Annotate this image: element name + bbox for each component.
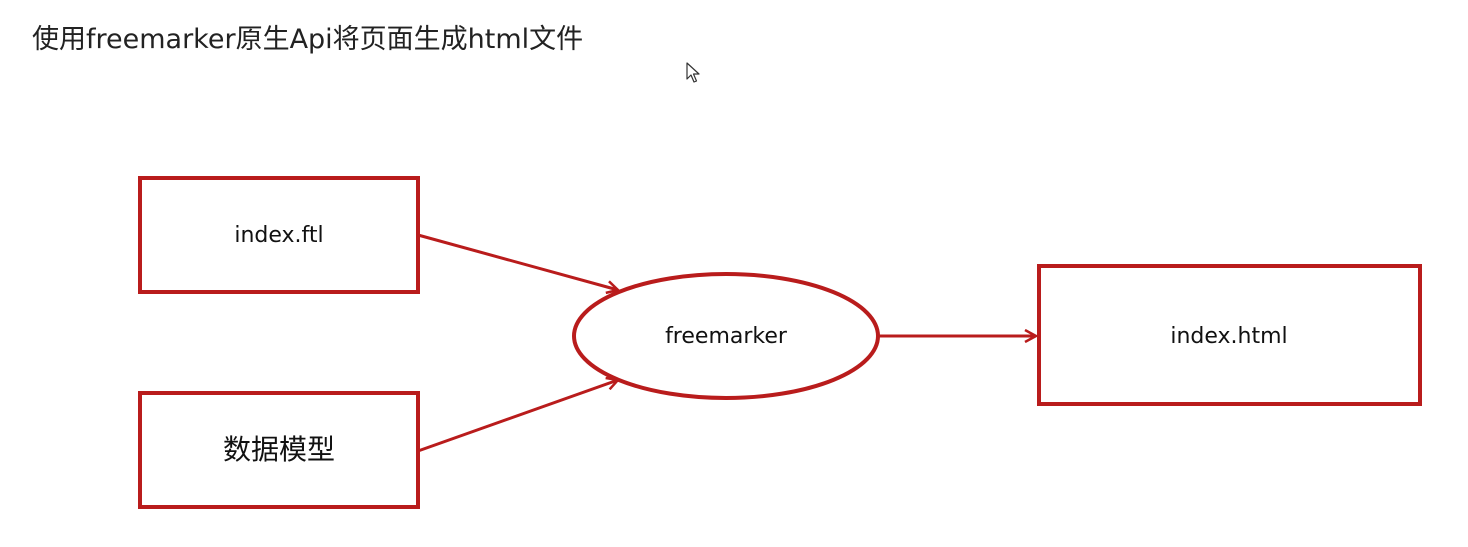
node-engine: freemarker [572, 272, 880, 400]
node-template-box [138, 176, 420, 294]
page-title: 使用freemarker原生Api将页面生成html文件 [32, 24, 584, 55]
node-output-label: index.html [1170, 324, 1287, 349]
mouse-cursor-icon [686, 62, 700, 83]
node-template-label: index.ftl [234, 223, 323, 248]
node-template: index.ftl [138, 176, 420, 294]
edge-template-to-engine [417, 233, 618, 290]
node-model-label: 数据模型 [223, 433, 335, 466]
edge-model-to-engine [417, 380, 618, 453]
node-engine-ellipse [572, 272, 880, 400]
node-output-box [1037, 264, 1422, 406]
node-output: index.html [1037, 264, 1422, 406]
node-engine-label: freemarker [665, 324, 788, 349]
node-model-box [138, 391, 420, 509]
node-model: 数据模型 [138, 391, 420, 509]
